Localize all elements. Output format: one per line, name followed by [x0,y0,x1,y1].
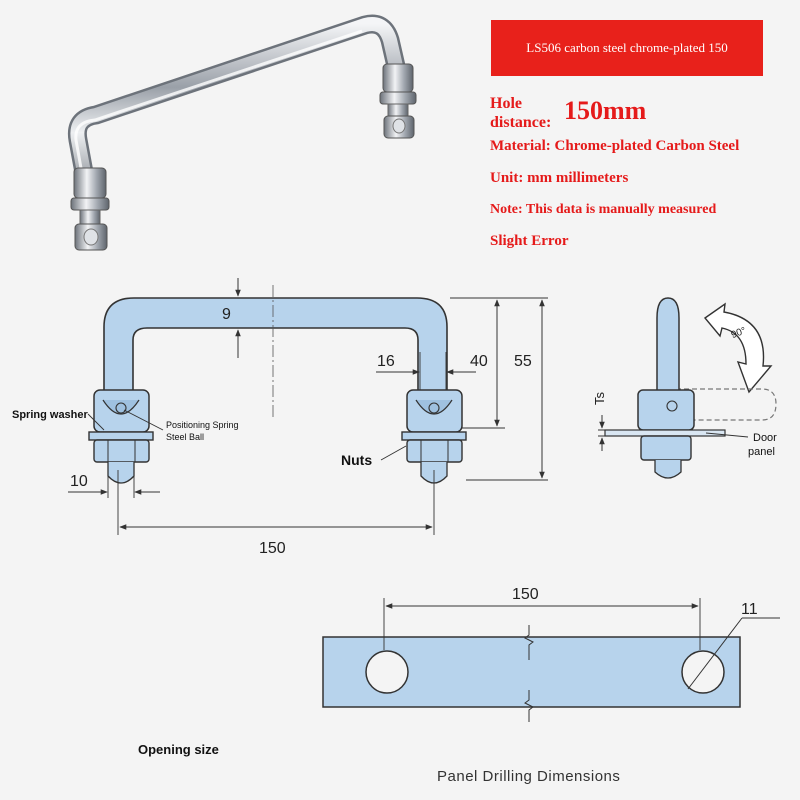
dim-11: 11 [741,601,758,618]
unit-spec: Unit: mm millimeters [490,170,629,186]
dim-thickness: 9 [222,306,231,323]
product-photo [67,14,417,251]
label-nuts: Nuts [341,452,372,468]
panel-drilling-view: 150 11 [322,586,780,722]
error-note: Slight Error [490,233,569,249]
panel-drilling-title: Panel Drilling Dimensions [437,768,621,785]
rotate-arrow-icon [703,302,773,394]
material-spec: Material: Chrome-plated Carbon Steel [490,138,740,154]
left-hardware [88,389,154,484]
dim-16: 16 [377,353,395,370]
label-ball-line1: Positioning Spring [166,420,239,430]
right-hole [681,650,725,694]
dim-150-panel: 150 [512,586,539,603]
product-title: LS506 carbon steel chrome-plated 150 [526,40,728,55]
hole-distance-label: Hole distance: [490,95,552,131]
dim-40: 40 [470,353,488,370]
dim-10: 10 [70,473,88,490]
left-hole [365,650,409,694]
handle-body [103,297,448,409]
ts-label: Ts [592,392,607,406]
handle-front-view: 9 16 40 55 10 150 Spring washer Position… [12,278,548,557]
side-view: 90° Ts Door panel [592,297,777,479]
door-label-line1: Door [753,432,777,444]
product-title-banner: LS506 carbon steel chrome-plated 150 [491,20,763,76]
dim-55: 55 [514,353,532,370]
angle-label: 90° [730,326,748,342]
right-hardware [401,389,467,484]
dim-150-handle: 150 [259,540,286,557]
label-ball-line2: Steel Ball [166,432,204,442]
measurement-note: Note: This data is manually measured [490,202,717,217]
opening-size-caption: Opening size [138,742,219,757]
door-label-line2: panel [748,446,775,458]
hole-distance-value: 150mm [564,96,647,125]
label-spring-washer: Spring washer [12,409,89,421]
